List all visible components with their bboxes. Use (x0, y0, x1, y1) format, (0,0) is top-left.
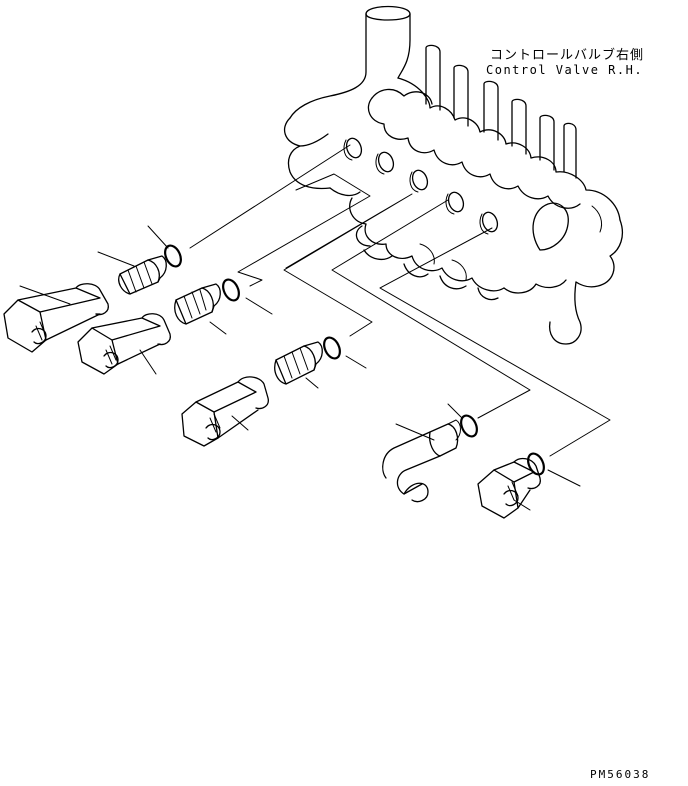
elbow-fitting-3 (181, 376, 269, 447)
elbow-fitting-5 (477, 457, 541, 519)
o-ring-2 (222, 278, 240, 302)
connector-1 (118, 255, 167, 295)
connector-2 (174, 283, 221, 325)
elbow-fitting-4 (382, 419, 461, 503)
control-valve-body (283, 5, 624, 345)
part-name-japanese: コントロールバルブ右側 (490, 48, 645, 63)
spool-caps (425, 44, 577, 179)
callout-leaders (97, 225, 581, 511)
elbow-fitting-2 (77, 313, 171, 375)
o-rings (164, 244, 545, 476)
part-name-english: Control Valve R.H. (486, 63, 644, 77)
connector-3 (274, 341, 323, 385)
valve-ports (343, 137, 499, 235)
o-ring-5 (527, 452, 545, 476)
assembly-lines (189, 144, 611, 457)
o-ring-4 (460, 414, 478, 438)
drawing-code: PM56038 (590, 768, 651, 781)
o-ring-3 (323, 336, 341, 360)
elbow-fitting-1 (3, 283, 109, 353)
o-ring-1 (164, 244, 182, 268)
